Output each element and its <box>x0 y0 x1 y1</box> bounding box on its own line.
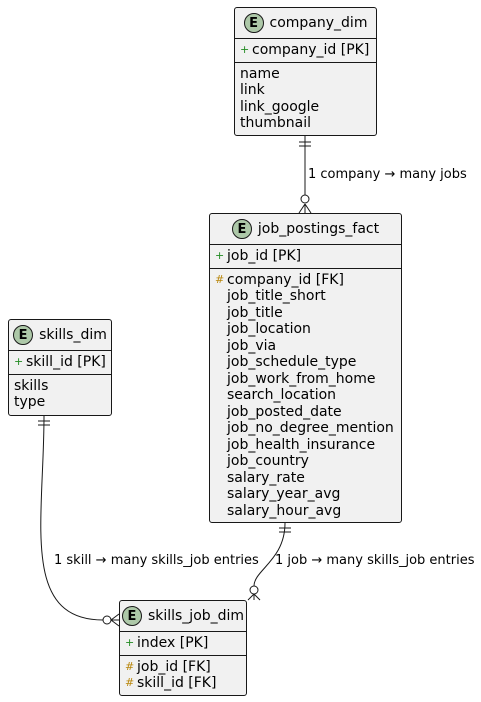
field-label: job_id [PK] <box>227 248 302 264</box>
field: salary_rate <box>215 470 396 487</box>
edge-jobs-skillsjob <box>247 522 291 601</box>
field: job_country <box>215 453 396 470</box>
primary-key-field: + skill_id [PK] <box>14 354 106 371</box>
field-label: job_location <box>227 321 311 337</box>
fk-marker-icon: # <box>125 659 135 673</box>
entity-skills-dim[interactable]: E skills_dim + skill_id [PK] skills type <box>8 319 112 416</box>
field-label: job_via <box>227 337 277 354</box>
divider <box>210 244 401 245</box>
key-section: + index [PK] <box>120 632 246 655</box>
divider <box>235 38 376 39</box>
field-label: job_title_short <box>227 288 326 304</box>
field: link_google <box>240 98 320 115</box>
field: job_posted_date <box>215 404 396 421</box>
entity-title: skills_job_dim <box>147 608 245 624</box>
entity-title: job_postings_fact <box>257 221 380 237</box>
attribute-section: name link link_google thumbnail <box>235 63 376 135</box>
field-label: job_country <box>227 453 309 469</box>
divider <box>235 61 376 63</box>
field: skills <box>14 377 49 394</box>
key-section: + skill_id [PK] <box>9 351 111 374</box>
field-label: company_id [PK] <box>252 42 370 58</box>
pk-marker-icon: + <box>215 249 225 262</box>
foreign-key-field: #company_id [FK] <box>215 272 396 289</box>
field: type <box>14 394 46 410</box>
relationship-label: 1 skill → many skills_job entries <box>54 553 259 568</box>
field-label: job_id [FK] <box>137 658 211 675</box>
primary-key-field: + company_id [PK] <box>240 42 371 59</box>
divider <box>120 631 246 632</box>
fk-marker-icon: # <box>125 676 135 689</box>
key-section: + company_id [PK] <box>235 39 376 62</box>
field-label: job_health_insurance <box>227 436 376 453</box>
field: thumbnail <box>240 115 311 131</box>
field: job_no_degree_mention <box>215 420 396 437</box>
relationship-label: 1 job → many skills_job entries <box>275 553 475 568</box>
field: salary_year_avg <box>215 486 396 503</box>
field-label: search_location <box>227 387 337 403</box>
field-label: index [PK] <box>137 635 209 651</box>
field: search_location <box>215 387 396 404</box>
field: name <box>240 65 280 82</box>
entity-company-dim[interactable]: E company_dim + company_id [PK] name lin… <box>234 7 377 136</box>
divider <box>9 373 111 375</box>
attribute-section: #job_id [FK] #skill_id [FK] <box>120 656 246 695</box>
pk-marker-icon: + <box>125 636 135 649</box>
key-section: + job_id [PK] <box>210 245 401 268</box>
field-label: company_id [FK] <box>227 271 344 288</box>
entity-header: E job_postings_fact <box>210 214 401 244</box>
entity-header: E skills_job_dim <box>120 601 246 631</box>
field-label: skill_id [PK] <box>26 354 106 370</box>
entity-title: company_dim <box>269 15 368 31</box>
foreign-key-field: #job_id [FK] <box>125 659 241 676</box>
entity-title: skills_dim <box>39 327 107 343</box>
field: job_title <box>215 305 396 322</box>
field-label: skill_id [FK] <box>137 675 217 691</box>
field-label: job_no_degree_mention <box>227 420 394 436</box>
attribute-section: skills type <box>9 375 111 414</box>
field: job_via <box>215 338 396 355</box>
field-label: salary_hour_avg <box>227 502 342 519</box>
field: job_health_insurance <box>215 437 396 454</box>
divider <box>210 267 401 269</box>
entity-skills-job-dim[interactable]: E skills_job_dim + index [PK] #job_id [F… <box>119 600 247 696</box>
primary-key-field: + job_id [PK] <box>215 248 396 265</box>
field: job_work_from_home <box>215 371 396 388</box>
primary-key-field: + index [PK] <box>125 635 241 652</box>
field-label: job_title <box>227 304 283 321</box>
attribute-section: #company_id [FK] job_title_short job_tit… <box>210 269 401 523</box>
entity-job-postings-fact[interactable]: E job_postings_fact + job_id [PK] #compa… <box>209 213 402 523</box>
pk-marker-icon: + <box>240 43 250 56</box>
field: job_location <box>215 321 396 338</box>
field: salary_hour_avg <box>215 503 396 520</box>
entity-header: E company_dim <box>235 8 376 38</box>
fk-marker-icon: # <box>215 272 225 286</box>
foreign-key-field: #skill_id [FK] <box>125 675 241 692</box>
entity-badge-icon: E <box>243 13 264 33</box>
field: job_schedule_type <box>215 354 396 371</box>
entity-header: E skills_dim <box>9 320 111 350</box>
field-label: job_work_from_home <box>227 370 376 387</box>
entity-badge-icon: E <box>231 219 252 239</box>
entity-badge-icon: E <box>121 606 142 626</box>
field-label: job_schedule_type <box>227 354 357 370</box>
field: job_title_short <box>215 288 396 305</box>
field-label: job_posted_date <box>227 403 342 420</box>
field: link <box>240 82 265 98</box>
pk-marker-icon: + <box>14 355 24 368</box>
divider <box>120 654 246 656</box>
divider <box>9 350 111 351</box>
field-label: salary_rate <box>227 469 305 486</box>
relationship-label: 1 company → many jobs <box>308 167 467 182</box>
field-label: salary_year_avg <box>227 486 341 502</box>
edge-company-jobs <box>298 136 312 214</box>
edge-skills-skillsjob <box>38 415 120 627</box>
entity-badge-icon: E <box>13 325 34 345</box>
